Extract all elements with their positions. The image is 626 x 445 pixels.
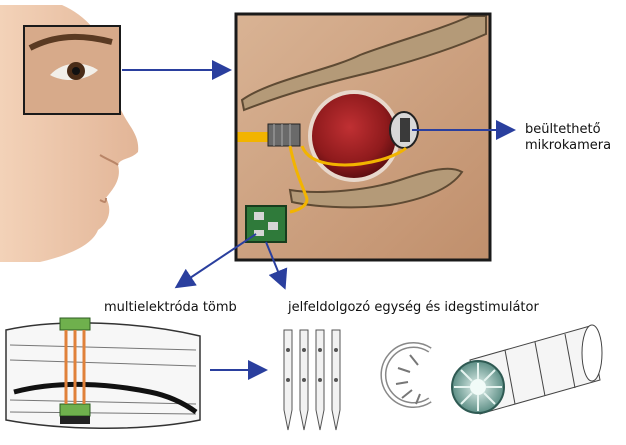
camera-label: beültethető mikrokamera: [525, 122, 611, 154]
nerve-bundle: [6, 318, 200, 428]
camera-label-line2: mikrokamera: [525, 138, 611, 154]
electrode-array-label: multielektróda tömb: [104, 300, 237, 316]
electrode-icon: [284, 330, 340, 430]
eye-cross-section: [236, 14, 490, 260]
processor-label: jelfeldolgozó egység és idegstimulátor: [288, 300, 539, 316]
stimulator-ring-icon: [383, 345, 430, 405]
eye-inset: [24, 26, 120, 114]
cuff-electrode-icon: [452, 325, 602, 414]
camera-label-line1: beültethető: [525, 122, 611, 138]
